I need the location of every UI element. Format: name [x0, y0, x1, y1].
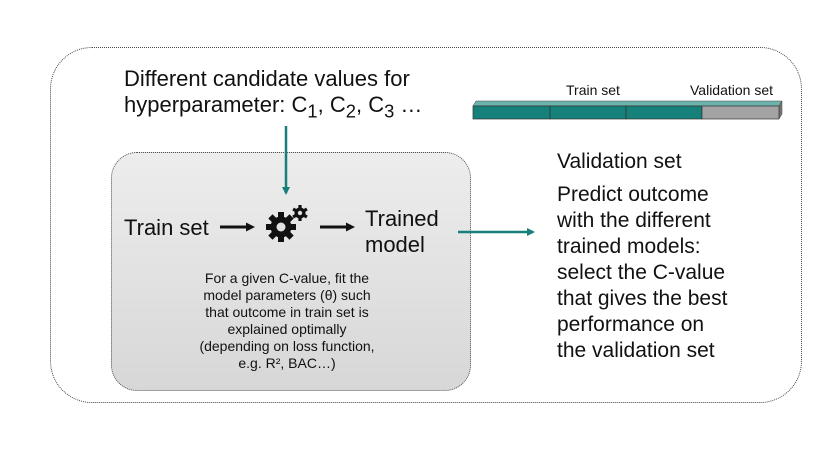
ellipsis: …	[394, 92, 423, 117]
bar-train-segment	[472, 105, 551, 120]
val-line: Predict outcome	[557, 183, 709, 206]
training-box	[111, 152, 471, 391]
desc-line: For a given C-value, fit the	[204, 270, 370, 286]
c-letter: C	[368, 92, 385, 117]
bar-top-face	[472, 100, 783, 107]
fit-description: For a given C-value, fit the model param…	[167, 270, 407, 372]
candidate-prefix: hyperparameter:	[124, 92, 292, 117]
bar-train-segment	[625, 105, 703, 120]
separator: ,	[317, 92, 330, 117]
gears-icon	[266, 205, 308, 242]
val-line: select the C-value	[557, 261, 726, 284]
candidate-values-title: Different candidate values for hyperpara…	[124, 66, 484, 124]
desc-line: explained optimally	[227, 321, 347, 337]
candidate-line-1: Different candidate values for	[124, 66, 410, 91]
trained-line-2: model	[365, 232, 425, 257]
c-letter: C	[329, 92, 346, 117]
c-subscript-2: 2	[345, 100, 356, 122]
c-letter: C	[291, 92, 308, 117]
desc-line: model parameters (θ) such	[203, 287, 371, 303]
separator: ,	[355, 92, 369, 117]
trained-line-1: Trained	[365, 206, 439, 231]
val-line: performance on	[557, 313, 705, 336]
val-line: trained models:	[557, 235, 701, 258]
outer-frame	[50, 47, 802, 403]
inner-train-set-label: Train set	[124, 215, 209, 240]
validation-title: Validation set	[557, 150, 682, 173]
bar-validation-segment	[701, 105, 780, 120]
val-line: the validation set	[557, 339, 715, 362]
val-line: with the different	[557, 209, 711, 232]
validation-description: Predict outcome with the different train…	[557, 182, 797, 364]
desc-line: e.g. R², BAC…)	[238, 355, 336, 371]
c-subscript-3: 3	[384, 100, 395, 122]
desc-line: (depending on loss function,	[199, 338, 375, 354]
desc-line: that outcome in train set is	[205, 304, 369, 320]
c-subscript-1: 1	[307, 100, 318, 122]
bar-train-label: Train set	[566, 82, 620, 98]
trained-model-label: Trained model	[365, 206, 439, 258]
bar-validation-label: Validation set	[690, 82, 774, 98]
train-validation-bar	[472, 100, 783, 120]
val-line: that gives the best	[557, 287, 728, 310]
candidate-line-2: hyperparameter: C1, C2, C3 …	[124, 92, 484, 124]
bar-train-segment	[549, 105, 627, 120]
